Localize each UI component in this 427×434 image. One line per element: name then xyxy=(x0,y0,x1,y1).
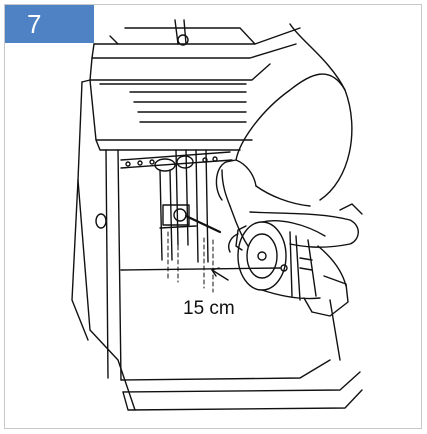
drill-body xyxy=(235,220,349,317)
distance-label: 15 cm xyxy=(183,298,235,319)
drill-bit xyxy=(184,214,222,234)
countertop xyxy=(91,19,301,59)
cabinet-interior xyxy=(120,151,363,411)
guide-lines xyxy=(167,231,214,293)
arm-and-hand xyxy=(215,23,363,253)
instruction-frame xyxy=(4,4,422,429)
cabinet-top xyxy=(89,57,271,151)
step-number-badge: 7 xyxy=(5,5,94,43)
cabinet-side xyxy=(71,79,136,411)
measurement-arrow xyxy=(211,267,229,281)
water-pipes xyxy=(154,149,209,263)
